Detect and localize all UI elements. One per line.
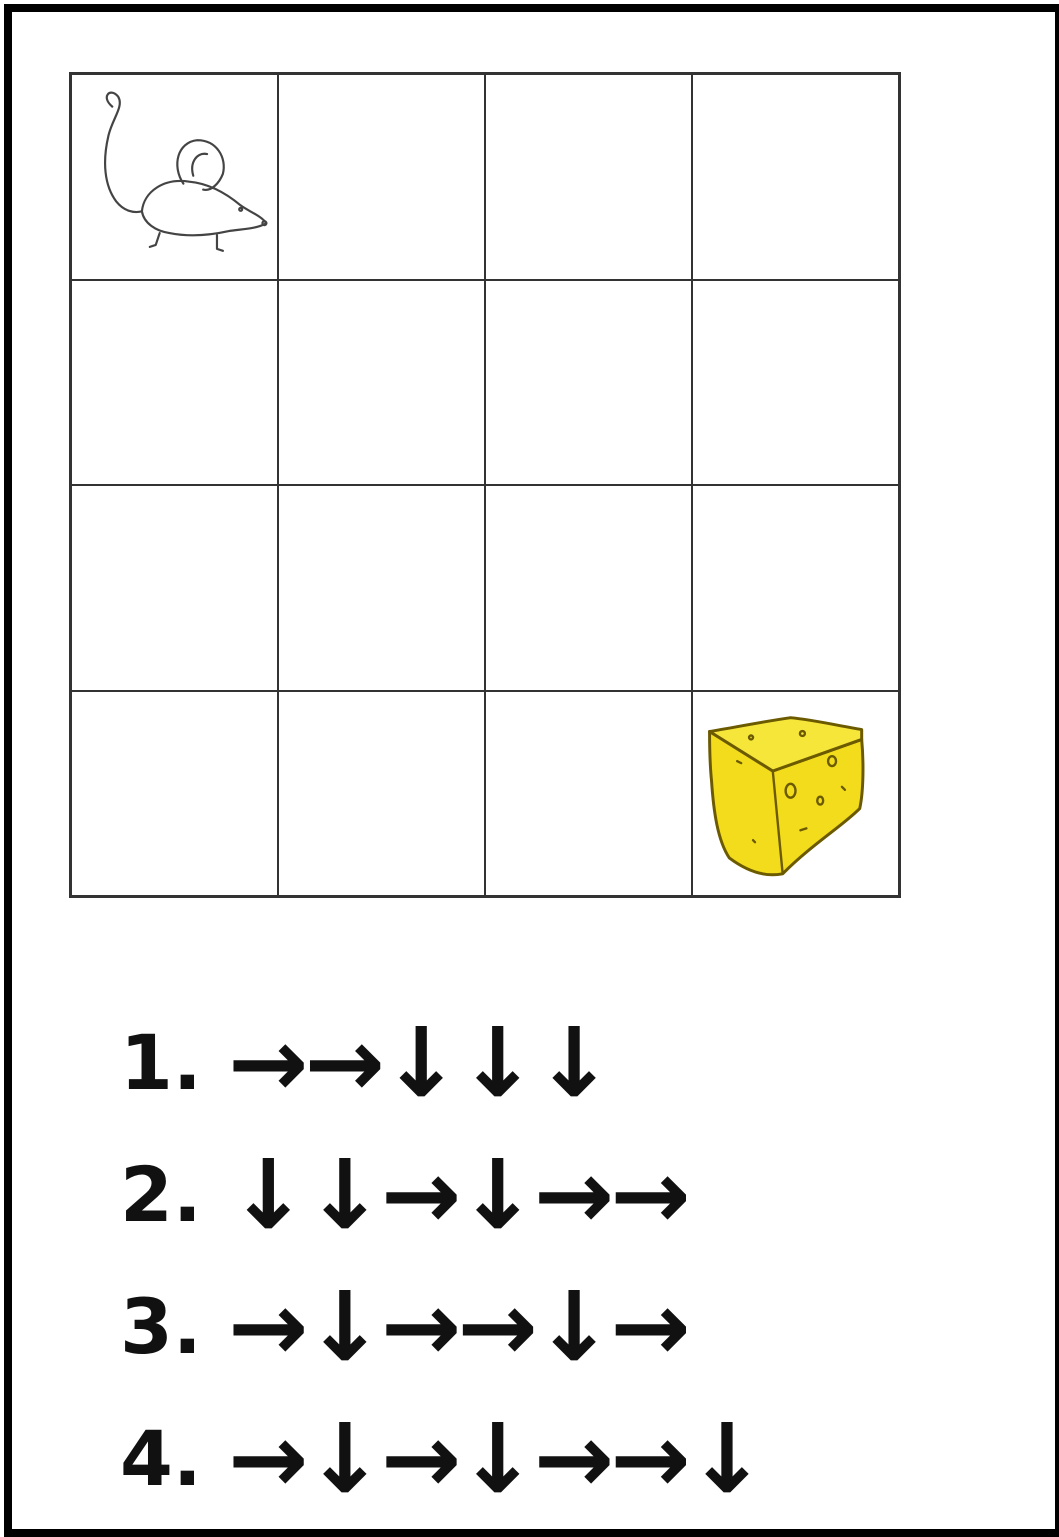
option-number: 3. bbox=[120, 1289, 228, 1365]
maze-grid bbox=[69, 72, 901, 898]
cheese-icon bbox=[693, 692, 898, 896]
grid-cell-r1-c2 bbox=[277, 73, 486, 281]
option-arrows: →↓→→↓→ bbox=[228, 1279, 687, 1375]
grid-cell-r2-c3 bbox=[484, 279, 693, 487]
grid-cell-r1-c4 bbox=[691, 73, 900, 281]
grid-cell-r3-c3 bbox=[484, 484, 693, 692]
option-number: 1. bbox=[120, 1025, 228, 1101]
grid-cell-r1-c3 bbox=[484, 73, 693, 281]
route-option-3[interactable]: 3. →↓→→↓→ bbox=[120, 1261, 1000, 1393]
grid-cell-r1-c1 bbox=[70, 73, 279, 281]
route-option-2[interactable]: 2. ↓↓→↓→→ bbox=[120, 1129, 1000, 1261]
grid-cell-r4-c3 bbox=[484, 690, 693, 898]
option-arrows: →→↓↓↓ bbox=[228, 1015, 610, 1111]
route-options: 1. →→↓↓↓ 2. ↓↓→↓→→ 3. →↓→→↓→ 4. →↓→↓→→↓ bbox=[120, 997, 1000, 1525]
option-arrows: →↓→↓→→↓ bbox=[228, 1411, 763, 1507]
option-number: 4. bbox=[120, 1421, 228, 1497]
grid-cell-r2-c1 bbox=[70, 279, 279, 487]
grid-cell-r3-c2 bbox=[277, 484, 486, 692]
grid-cell-r4-c1 bbox=[70, 690, 279, 898]
option-arrows: ↓↓→↓→→ bbox=[228, 1147, 687, 1243]
grid-cell-r4-c4 bbox=[691, 690, 900, 898]
route-option-4[interactable]: 4. →↓→↓→→↓ bbox=[120, 1393, 1000, 1525]
grid-cell-r3-c1 bbox=[70, 484, 279, 692]
grid-cell-r3-c4 bbox=[691, 484, 900, 692]
page-frame: 1. →→↓↓↓ 2. ↓↓→↓→→ 3. →↓→→↓→ 4. →↓→↓→→↓ bbox=[4, 4, 1059, 1537]
grid-cell-r4-c2 bbox=[277, 690, 486, 898]
option-number: 2. bbox=[120, 1157, 228, 1233]
route-option-1[interactable]: 1. →→↓↓↓ bbox=[120, 997, 1000, 1129]
grid-cell-r2-c2 bbox=[277, 279, 486, 487]
mouse-icon bbox=[72, 75, 277, 279]
grid-cell-r2-c4 bbox=[691, 279, 900, 487]
